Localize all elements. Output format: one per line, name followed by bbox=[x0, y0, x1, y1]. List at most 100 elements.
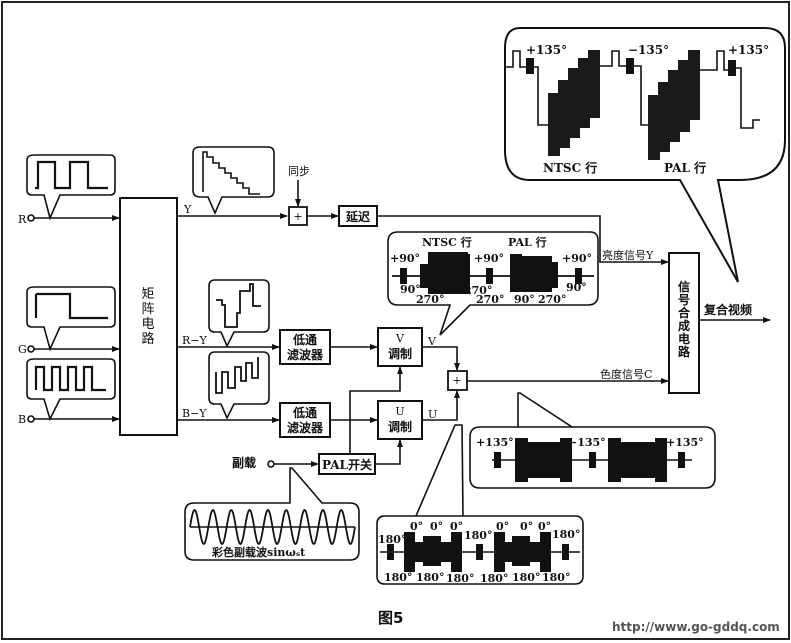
svg-text:+90°: +90° bbox=[562, 252, 592, 265]
svg-text:0°: 0° bbox=[520, 520, 533, 533]
g-input: G bbox=[18, 343, 120, 356]
composite-video-label: 复合视频 bbox=[703, 302, 752, 317]
svg-text:0°: 0° bbox=[450, 520, 463, 533]
u-modulator: U 调制 bbox=[377, 400, 423, 440]
b-minus-y-label: B−Y bbox=[182, 407, 207, 420]
svg-text:矩: 矩 bbox=[141, 287, 154, 302]
ntsc-line-label: NTSC 行 bbox=[543, 160, 597, 175]
svg-text:R: R bbox=[18, 213, 27, 226]
v-bubble-ntsc: NTSC 行 bbox=[422, 235, 472, 249]
subcarrier-wave-label: 彩色副载波sinωₛt bbox=[211, 545, 306, 559]
svg-text:90°: 90° bbox=[400, 283, 421, 296]
svg-text:−135°: −135° bbox=[568, 436, 606, 449]
svg-text:+: + bbox=[452, 374, 461, 387]
svg-text:0°: 0° bbox=[430, 520, 443, 533]
low-pass-filter-1: 低通 滤波器 bbox=[279, 329, 331, 365]
svg-text:180°: 180° bbox=[416, 571, 444, 584]
b-waveform-bubble bbox=[26, 358, 116, 422]
v-modulated-waveform-bubble: NTSC 行 PAL 行 +90° +90° +90° 90° 270° 90°… bbox=[387, 231, 599, 336]
svg-text:G: G bbox=[18, 343, 27, 356]
figure-caption: 图5 bbox=[378, 609, 403, 627]
chroma-adder: + bbox=[447, 370, 468, 391]
r-input: R bbox=[18, 213, 120, 226]
top-label-1: +135° bbox=[526, 43, 567, 57]
v-bubble-pal: PAL 行 bbox=[508, 235, 547, 249]
svg-text:180°: 180° bbox=[446, 572, 474, 585]
svg-text:0°: 0° bbox=[538, 520, 551, 533]
svg-text:+: + bbox=[293, 210, 302, 223]
svg-text:270°: 270° bbox=[416, 293, 444, 306]
svg-text:成: 成 bbox=[678, 318, 690, 333]
low-pass-filter-2: 低通 滤波器 bbox=[279, 402, 331, 438]
svg-text:270°: 270° bbox=[476, 293, 504, 306]
svg-text:低通: 低通 bbox=[292, 405, 317, 420]
svg-text:90°: 90° bbox=[566, 281, 587, 294]
composite-waveform-bubble: +135° −135° +135° NTSC 行 PAL 行 bbox=[504, 27, 786, 283]
r-waveform-bubble bbox=[26, 154, 116, 221]
pal-switch-block: PAL开关 bbox=[318, 453, 376, 475]
luma-signal-label: 亮度信号Y bbox=[602, 248, 654, 262]
svg-text:PAL开关: PAL开关 bbox=[322, 457, 372, 472]
subcarrier-label: 副载 bbox=[232, 455, 256, 470]
y-signal-label: Y bbox=[183, 203, 192, 216]
svg-text:阵: 阵 bbox=[141, 302, 154, 317]
svg-text:号: 号 bbox=[678, 292, 690, 307]
svg-text:+90°: +90° bbox=[474, 252, 504, 265]
matrix-circuit-block: 矩 阵 电 路 bbox=[119, 197, 178, 436]
g-waveform-bubble bbox=[26, 286, 116, 352]
svg-text:270°: 270° bbox=[464, 284, 492, 297]
svg-text:V: V bbox=[395, 332, 405, 345]
svg-text:0°: 0° bbox=[496, 520, 509, 533]
svg-text:低通: 低通 bbox=[292, 332, 317, 347]
subcarrier-sine-wave bbox=[189, 508, 356, 546]
svg-text:调制: 调制 bbox=[388, 419, 412, 434]
svg-text:调制: 调制 bbox=[388, 346, 412, 361]
top-label-3: +135° bbox=[728, 43, 769, 57]
svg-text:路: 路 bbox=[141, 331, 154, 347]
svg-text:0°: 0° bbox=[410, 520, 423, 533]
svg-text:180°: 180° bbox=[512, 571, 540, 584]
b-minus-y-bubble bbox=[208, 351, 270, 420]
delay-block: 延迟 bbox=[338, 205, 378, 227]
svg-text:180°: 180° bbox=[384, 571, 412, 584]
svg-text:U: U bbox=[395, 405, 404, 418]
svg-text:+135°: +135° bbox=[476, 436, 514, 449]
svg-text:+135°: +135° bbox=[666, 436, 704, 449]
r-minus-y-label: R−Y bbox=[182, 334, 207, 347]
svg-text:180°: 180° bbox=[378, 533, 406, 546]
y-staircase-bubble bbox=[192, 146, 275, 215]
svg-text:B: B bbox=[18, 413, 26, 426]
svg-text:延迟: 延迟 bbox=[345, 209, 370, 224]
svg-text:滤波器: 滤波器 bbox=[287, 420, 324, 435]
pal-line-label: PAL 行 bbox=[664, 160, 706, 175]
svg-text:电: 电 bbox=[678, 331, 690, 346]
chroma-signal-label: 色度信号C bbox=[600, 367, 652, 381]
sync-adder: + bbox=[288, 206, 308, 226]
r-minus-y-bubble bbox=[208, 279, 270, 348]
svg-text:180°: 180° bbox=[552, 528, 580, 541]
svg-text:合: 合 bbox=[678, 305, 691, 320]
svg-text:滤波器: 滤波器 bbox=[287, 347, 324, 362]
pal-chroma-staircase bbox=[648, 50, 700, 160]
svg-text:信: 信 bbox=[678, 279, 690, 294]
ntsc-chroma-staircase bbox=[548, 50, 600, 156]
v-output-label: V bbox=[427, 335, 437, 348]
sync-label: 同步 bbox=[288, 165, 310, 178]
b-input: B bbox=[18, 413, 120, 426]
svg-text:180°: 180° bbox=[542, 571, 570, 584]
v-modulator: V 调制 bbox=[377, 327, 423, 367]
svg-text:270°: 270° bbox=[538, 293, 566, 306]
watermark: http://www.go-gddq.com bbox=[612, 620, 780, 634]
svg-text:+90°: +90° bbox=[390, 252, 420, 265]
svg-text:180°: 180° bbox=[480, 572, 508, 585]
u-output-label: U bbox=[428, 408, 437, 421]
top-label-2: −135° bbox=[628, 43, 669, 57]
svg-text:180°: 180° bbox=[464, 529, 492, 542]
subcarrier-sine-bubble: 彩色副载波sinωₛt bbox=[184, 467, 360, 561]
svg-text:90°: 90° bbox=[514, 293, 535, 306]
u-modulated-waveform-bubble: 180° 0° 0° 0° 180° 0° 0° 0° 180° 180° 18… bbox=[376, 424, 584, 585]
svg-text:电: 电 bbox=[141, 317, 154, 332]
svg-text:路: 路 bbox=[678, 344, 691, 359]
